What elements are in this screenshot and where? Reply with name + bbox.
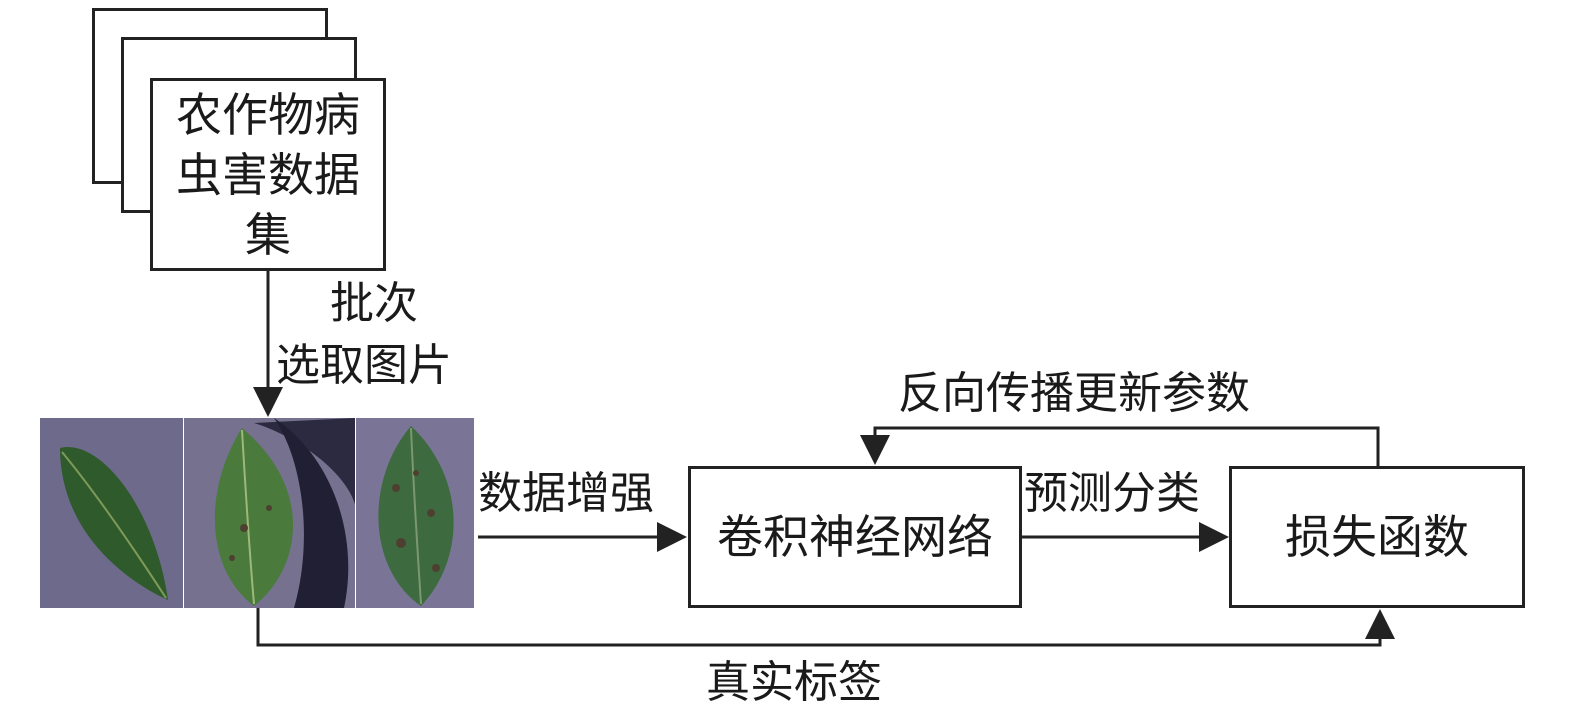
true-label-label: 真实标签	[706, 657, 882, 708]
leaf-diseased-image	[356, 418, 474, 608]
cnn-label: 卷积神经网络	[717, 510, 993, 564]
loss-box: 损失函数	[1229, 466, 1525, 608]
batch-label-line2: 选取图片	[276, 340, 452, 391]
cnn-box: 卷积神经网络	[688, 466, 1022, 608]
backprop-arrow	[860, 426, 1380, 466]
predict-label: 预测分类	[1024, 468, 1200, 519]
loss-label: 损失函数	[1285, 510, 1469, 564]
dataset-label: 农作物病虫害数据集	[176, 87, 360, 262]
augment-label: 数据增强	[478, 468, 654, 519]
dataset-box: 农作物病虫害数据集	[150, 78, 386, 271]
true-label-arrow	[256, 608, 1395, 647]
leaf-healthy-image	[40, 418, 183, 608]
batch-label-line1: 批次	[330, 278, 418, 329]
backprop-label: 反向传播更新参数	[898, 368, 1250, 419]
leaf-spotted-image	[184, 418, 355, 608]
